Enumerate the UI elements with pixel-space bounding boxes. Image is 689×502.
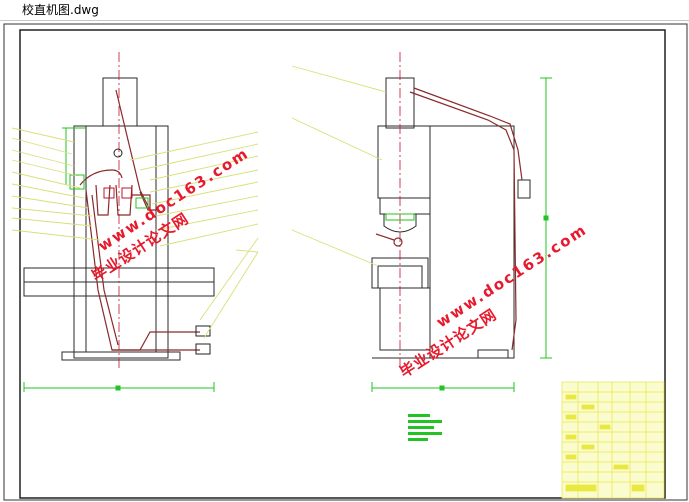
- front-leader-lines: [11, 127, 259, 339]
- inner-frame: [19, 29, 666, 499]
- side-hydraulic-lines: [375, 87, 523, 351]
- front-dimensions: [23, 127, 215, 392]
- drawing-canvas[interactable]: www.doc163.com 毕业设计论文网 www.doc163.com 毕业…: [0, 20, 689, 502]
- front-hydraulic-lines: [79, 89, 200, 351]
- legend-block: [408, 414, 442, 441]
- title-block: [561, 381, 665, 499]
- watermark-right: www.doc163.com 毕业设计论文网: [396, 220, 590, 381]
- watermark-right-url: www.doc163.com: [433, 220, 590, 331]
- watermark-left-url: www.doc163.com: [95, 144, 252, 255]
- sheet-border: [3, 23, 688, 501]
- document-title: 校直机图.dwg: [22, 3, 99, 17]
- side-dimensions: [371, 77, 552, 392]
- window-titlebar: 校直机图.dwg: [0, 0, 689, 21]
- side-leader-lines: [291, 65, 387, 267]
- front-fittings: [103, 148, 211, 355]
